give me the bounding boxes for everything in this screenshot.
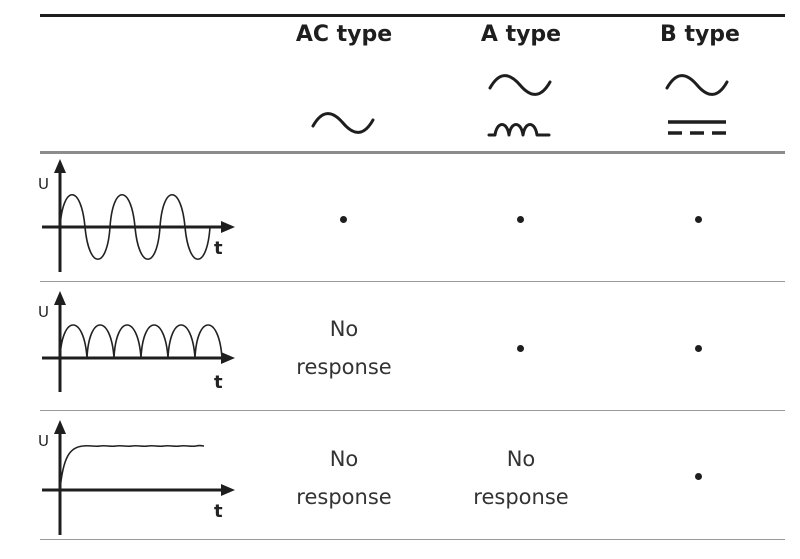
table-top-rule [40, 14, 785, 17]
t-axis-label: t [214, 501, 223, 522]
response-dot [340, 216, 347, 223]
response-dot [517, 345, 524, 352]
response-dot [695, 345, 702, 352]
column-header-a-type: A type [480, 22, 562, 47]
header-rule [40, 151, 785, 154]
column-header-b-type: B type [660, 22, 740, 47]
column-header-ac-type: AC type [295, 22, 393, 47]
t-axis-label: t [214, 238, 223, 259]
u-axis-label: U [38, 175, 49, 193]
t-axis-label: t [214, 372, 223, 393]
u-axis-label: U [38, 432, 49, 450]
row-divider [40, 410, 785, 411]
pulsating-dc-waveform: U t [38, 291, 235, 393]
row-divider [40, 281, 785, 282]
response-dot [695, 473, 702, 480]
response-dot [517, 216, 524, 223]
u-axis-label: U [38, 303, 49, 321]
ac-sine-waveform: U t [38, 159, 235, 272]
smooth-dc-waveform: U t [38, 420, 235, 535]
sine-wave-icon [488, 74, 552, 96]
response-dot [695, 216, 702, 223]
sine-wave-icon [665, 74, 729, 96]
pulsating-dc-icon [487, 123, 551, 137]
row-divider [40, 539, 785, 540]
smooth-dc-icon [668, 120, 726, 135]
sine-wave-icon [311, 112, 375, 134]
